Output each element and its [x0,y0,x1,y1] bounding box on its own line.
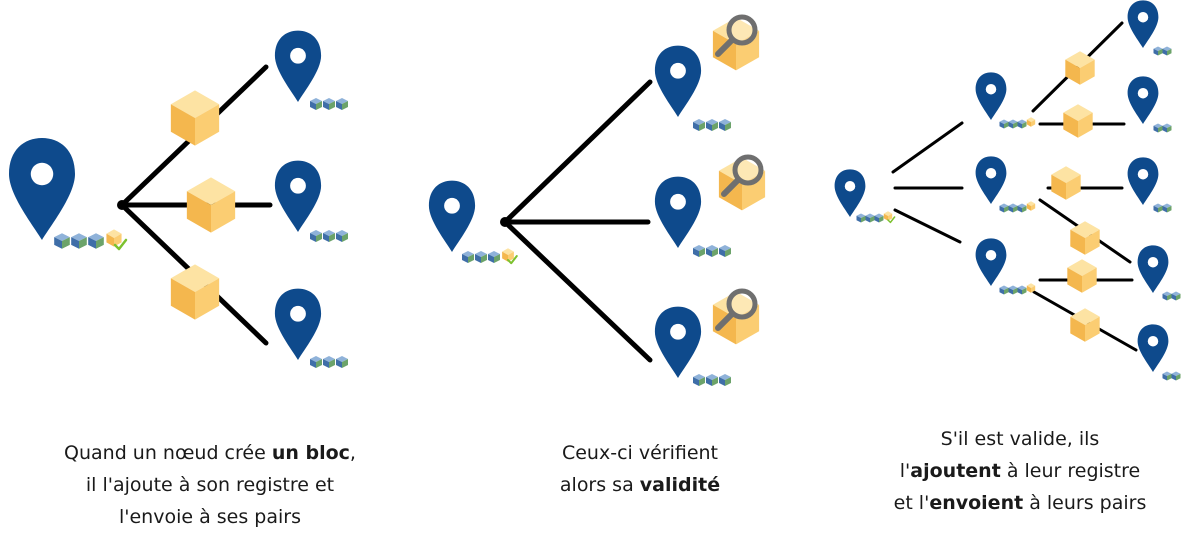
peer-node-pin-icon [975,72,1007,120]
peer-node-pin-icon [1127,0,1159,48]
connection-lines [502,79,653,363]
peer-node-pin-icon [274,160,322,232]
peer-node-pin-icon [654,45,702,117]
caption-line: il l'ajoute à son registre et [85,474,335,496]
peer-ledger-icon [693,374,731,386]
caption-line: Quand un nœud crée un bloc, [64,442,356,464]
caption-line: et l'envoient à leurs pairs [893,492,1147,514]
peer-node-pin-icon [975,156,1007,204]
peer-node-pin-icon [975,238,1007,286]
panel-verify-block [428,17,766,386]
caption-verify-block: Ceux-ci vérifient alors sa validité [470,437,810,501]
block-cube-icon [1067,259,1097,293]
sender-node-pin-icon [428,180,476,252]
block-cube-icon [186,177,236,233]
peer-ledger-icon [693,245,731,257]
peer-node-pin-icon [274,288,322,360]
connection-lines [891,21,1138,352]
peer-node-pin-icon [1127,76,1159,124]
sender-ledger-icon [462,248,518,265]
caption-line: Ceux-ci vérifient [561,442,719,464]
peer-node-pin-icon [1137,324,1169,372]
caption-propagate-block: S'il est valide, ils l'ajoutent à leur r… [850,423,1187,519]
sender-ledger-icon [54,229,128,251]
caption-line: l'ajoutent à leur registre [899,460,1141,482]
peer-ledger-icon [1162,371,1181,381]
peer-node-pin-icon [274,30,322,102]
peer-ledger-icon [999,117,1036,129]
block-cube-icon [1070,221,1100,255]
block-cube-icon [170,264,220,320]
caption-line: S'il est valide, ils [940,428,1100,450]
peer-ledger-icon [1153,46,1172,56]
peer-ledger-icon [1153,203,1172,213]
peer-ledger-icon [1153,123,1172,133]
block-cube-icon [1051,166,1081,200]
block-cube-icon [1063,104,1093,138]
panel-create-block [9,30,348,368]
block-cube-icon [1070,308,1100,342]
peer-ledger-icon [310,230,348,242]
block-cube-icon [170,90,220,146]
sender-node-pin-icon [9,138,75,240]
branch-node-dot [500,217,510,227]
peer-node-pin-icon [654,306,702,378]
peer-ledger-icon [310,356,348,368]
peer-node-pin-icon [1137,245,1169,293]
caption-line: l'envoie à ses pairs [118,506,301,528]
peer-node-pin-icon [1127,157,1159,205]
sender-ledger-icon [856,211,896,224]
peer-ledger-icon [693,119,731,131]
caption-create-block: Quand un nœud crée un bloc, il l'ajoute … [20,437,400,533]
peer-ledger-icon [1162,291,1181,301]
peer-ledger-icon [310,98,348,110]
branch-node-dot [117,200,127,210]
caption-line: alors sa validité [559,474,721,496]
panel-propagate-block [834,0,1181,381]
peer-ledger-icon [999,283,1036,295]
peer-ledger-icon [999,201,1036,213]
peer-node-pin-icon [654,176,702,248]
sender-node-pin-icon [834,169,866,217]
